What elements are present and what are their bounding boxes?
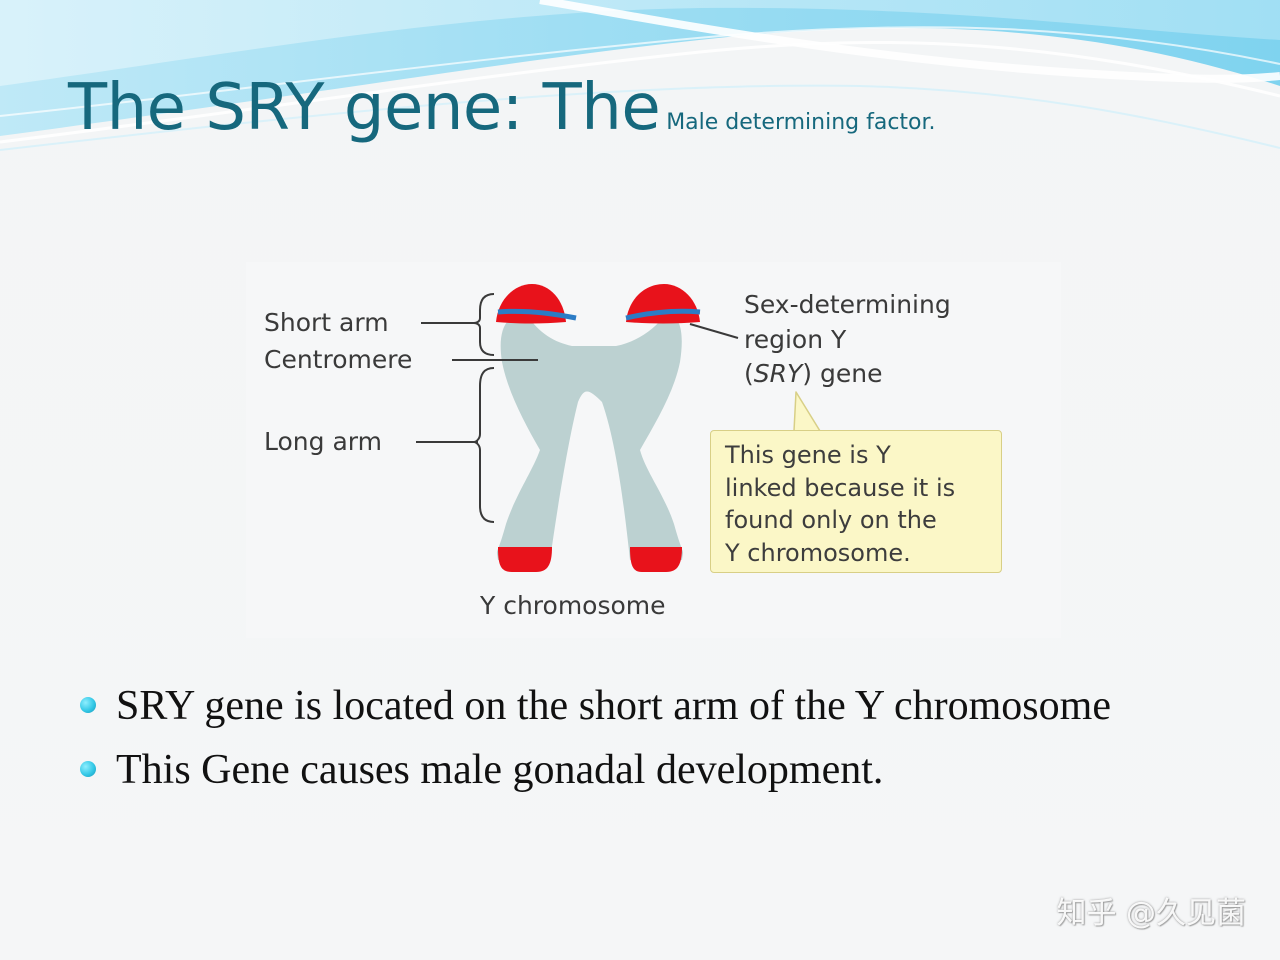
sry-gene-band <box>625 308 701 321</box>
bullet-dot-icon <box>80 697 96 713</box>
title-main: The SRY gene: The <box>68 71 661 145</box>
short-arm-brace <box>473 293 495 356</box>
callout-pointer <box>793 391 821 432</box>
header-wave-decoration <box>0 0 1280 151</box>
sry-italic: SRY <box>754 359 804 388</box>
long-arm-label: Long arm <box>264 427 382 456</box>
long-arm-right-telomere <box>630 547 682 572</box>
bullet-list: SRY gene is located on the short arm of … <box>78 678 1138 806</box>
y-chromosome-diagram: Short arm Centromere Long arm Sex-determ… <box>264 284 951 620</box>
callout-line: found only on the <box>725 506 937 534</box>
y-chromosome-body <box>496 314 684 560</box>
y-linked-callout: This gene is Y linked because it is foun… <box>710 430 1002 573</box>
bullet-item: SRY gene is located on the short arm of … <box>78 678 1138 734</box>
centromere-label: Centromere <box>264 345 412 374</box>
short-arm-left-telomere <box>496 284 566 324</box>
long-arm-left-telomere <box>498 547 552 572</box>
bullet-text: SRY gene is located on the short arm of … <box>116 683 1111 729</box>
long-arm-brace <box>473 367 495 523</box>
title-subtitle: Male determining factor. <box>666 110 936 135</box>
y-chromosome-caption: Y chromosome <box>479 591 666 620</box>
sry-leader-line <box>689 323 739 339</box>
sry-gene-text: ) gene <box>802 359 882 388</box>
sry-label-line1: Sex-determining <box>744 290 951 319</box>
sry-paren-open: ( <box>744 359 754 388</box>
bullet-text: This Gene causes male gonadal developmen… <box>116 747 884 793</box>
bullet-item: This Gene causes male gonadal developmen… <box>78 742 1138 798</box>
callout-line: This gene is Y <box>725 441 891 469</box>
sry-label-line2: region Y <box>744 325 847 354</box>
watermark: 知乎 @久见菌 <box>1056 896 1246 931</box>
callout-line: linked because it is <box>725 473 956 502</box>
short-arm-label: Short arm <box>264 308 389 337</box>
sry-label-line3: (SRY) gene <box>744 359 882 388</box>
callout-line: Y chromosome. <box>725 538 911 567</box>
bullet-dot-icon <box>80 761 96 777</box>
short-arm-left-band <box>497 308 577 321</box>
